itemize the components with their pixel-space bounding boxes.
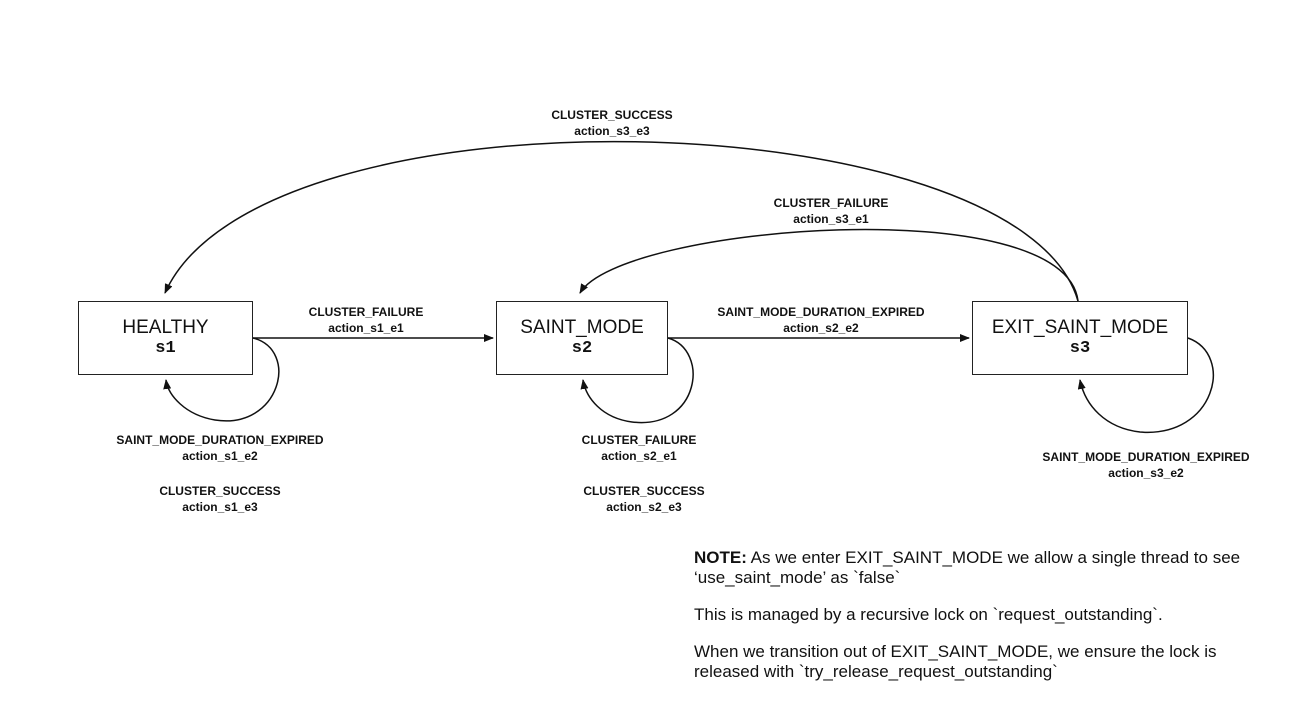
event-label: CLUSTER_SUCCESS bbox=[551, 108, 673, 122]
event-label: CLUSTER_SUCCESS bbox=[583, 484, 705, 498]
edge-s3-to-s1 bbox=[164, 140, 1079, 302]
state-name: HEALTHY bbox=[122, 317, 209, 338]
event-label: CLUSTER_FAILURE bbox=[581, 433, 697, 447]
label-s2-to-s3: SAINT_MODE_DURATION_EXPIRED action_s2_e2 bbox=[706, 304, 936, 336]
label-s1-self-a: SAINT_MODE_DURATION_EXPIRED action_s1_e2 bbox=[90, 432, 350, 464]
state-name: SAINT_MODE bbox=[520, 317, 644, 338]
note-paragraph-2: This is managed by a recursive lock on `… bbox=[694, 605, 1163, 624]
action-label: action_s3_e1 bbox=[793, 212, 869, 226]
note-paragraph-3: When we transition out of EXIT_SAINT_MOD… bbox=[694, 642, 1217, 681]
notes-section: NOTE: As we enter EXIT_SAINT_MODE we all… bbox=[694, 548, 1274, 699]
label-s3-to-s1: CLUSTER_SUCCESS action_s3_e3 bbox=[512, 107, 712, 139]
note-label: NOTE: bbox=[694, 548, 747, 567]
action-label: action_s2_e3 bbox=[606, 500, 682, 514]
state-code: s1 bbox=[155, 339, 176, 358]
action-label: action_s3_e3 bbox=[574, 124, 650, 138]
label-s2-self-b: CLUSTER_SUCCESS action_s2_e3 bbox=[544, 483, 744, 515]
action-label: action_s1_e2 bbox=[182, 449, 258, 463]
label-s1-self-b: CLUSTER_SUCCESS action_s1_e3 bbox=[120, 483, 320, 515]
event-label: SAINT_MODE_DURATION_EXPIRED bbox=[717, 305, 925, 319]
event-label: CLUSTER_FAILURE bbox=[308, 305, 424, 319]
state-code: s3 bbox=[1069, 339, 1091, 358]
action-label: action_s2_e1 bbox=[601, 449, 677, 463]
state-saint-mode: SAINT_MODE s2 bbox=[496, 301, 668, 375]
edge-s3-to-s2 bbox=[579, 228, 1079, 302]
self-loop-s3 bbox=[1077, 337, 1214, 433]
note-text: As we enter EXIT_SAINT_MODE we allow a s… bbox=[694, 548, 1241, 587]
event-label: SAINT_MODE_DURATION_EXPIRED bbox=[1042, 450, 1250, 464]
state-exit-saint-mode: EXIT_SAINT_MODE s3 bbox=[972, 301, 1188, 375]
action-label: action_s1_e1 bbox=[328, 321, 404, 335]
state-healthy: HEALTHY s1 bbox=[78, 301, 253, 375]
note-paragraph-1: NOTE: As we enter EXIT_SAINT_MODE we all… bbox=[694, 548, 1274, 588]
event-label: CLUSTER_FAILURE bbox=[773, 196, 889, 210]
self-loop-s2 bbox=[580, 337, 694, 424]
state-code: s2 bbox=[571, 339, 593, 358]
action-label: action_s1_e3 bbox=[182, 500, 258, 514]
event-label: SAINT_MODE_DURATION_EXPIRED bbox=[116, 433, 324, 447]
action-label: action_s3_e2 bbox=[1108, 466, 1184, 480]
action-label: action_s2_e2 bbox=[783, 321, 859, 335]
label-s3-to-s2: CLUSTER_FAILURE action_s3_e1 bbox=[731, 195, 931, 227]
event-label: CLUSTER_SUCCESS bbox=[159, 484, 281, 498]
label-s3-self: SAINT_MODE_DURATION_EXPIRED action_s3_e2 bbox=[1030, 449, 1262, 481]
label-s1-to-s2: CLUSTER_FAILURE action_s1_e1 bbox=[266, 304, 466, 336]
label-s2-self-a: CLUSTER_FAILURE action_s2_e1 bbox=[539, 432, 739, 464]
state-name: EXIT_SAINT_MODE bbox=[991, 317, 1169, 338]
self-loop-s1 bbox=[163, 337, 280, 422]
